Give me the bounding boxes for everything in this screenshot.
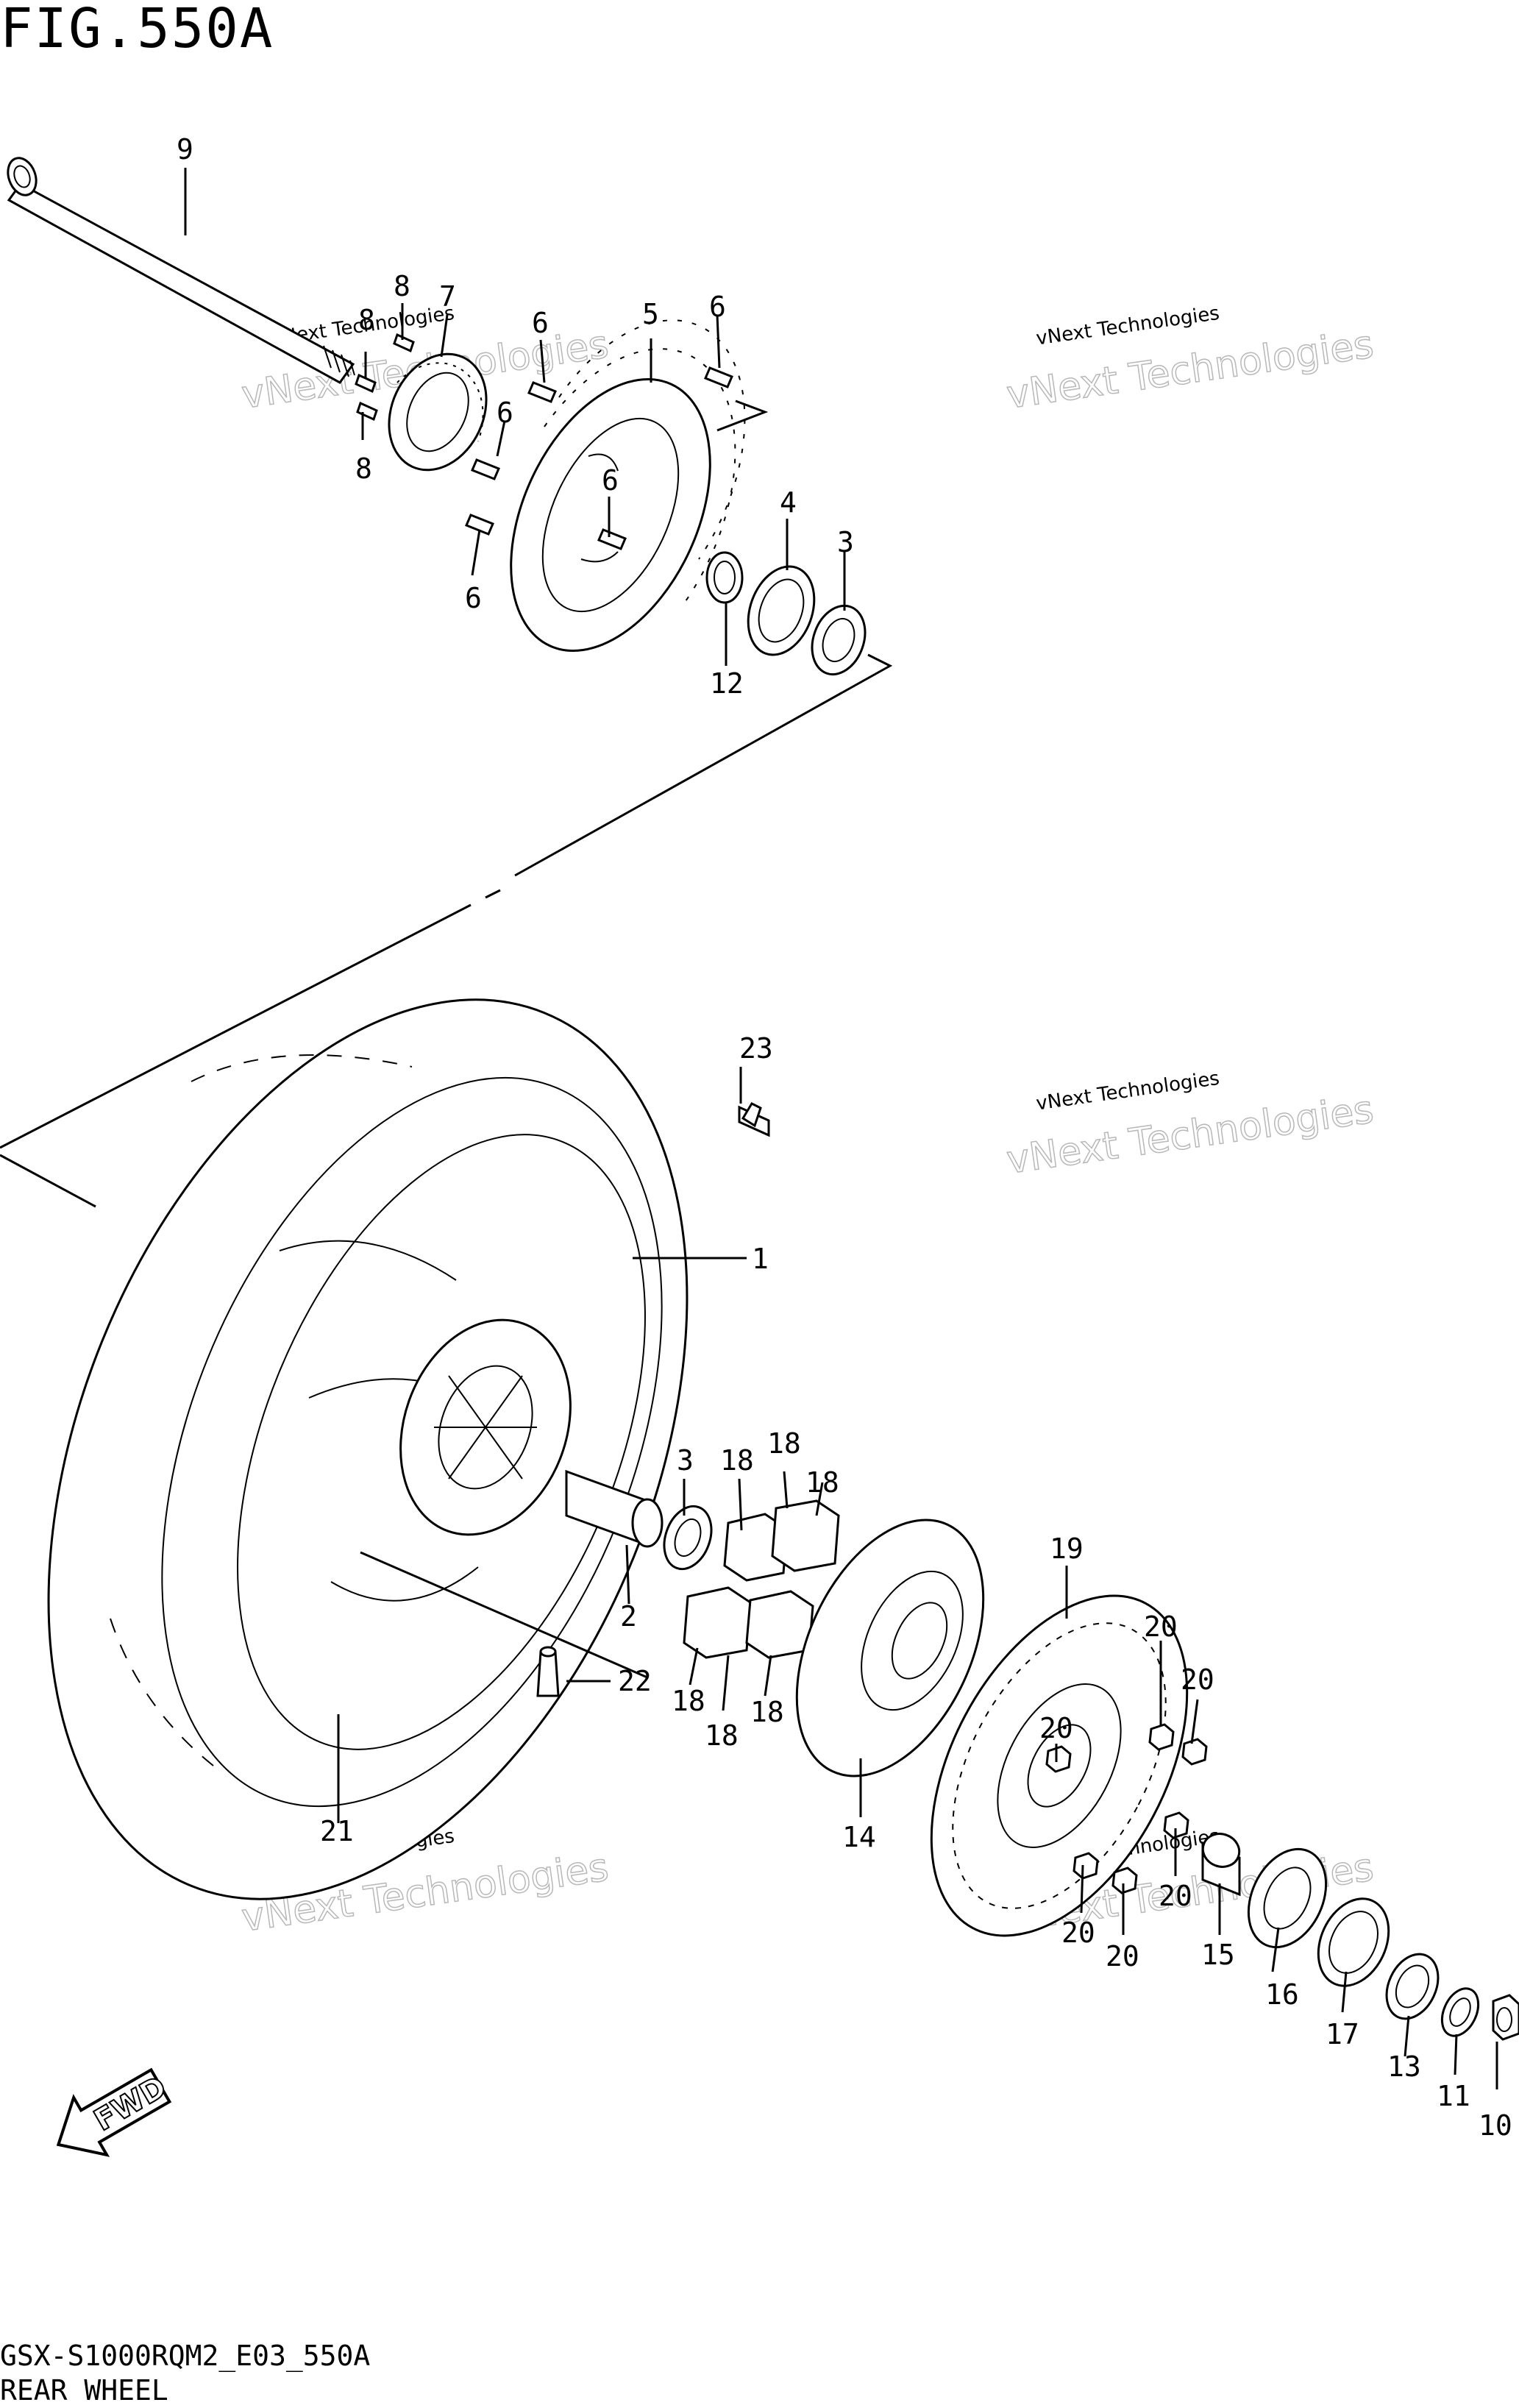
model-code: GSX-S1000RQM2_E03_550A — [0, 2340, 370, 2373]
part-nuts-20 — [1045, 1723, 1208, 1894]
part-bearing-3b — [663, 1505, 713, 1571]
watermark-line1: vNext Technologies — [1035, 302, 1221, 350]
part-axle — [7, 157, 355, 384]
callout-6: 6 — [465, 582, 482, 614]
callout-18: 18 — [805, 1466, 839, 1499]
callout-18: 18 — [750, 1696, 784, 1728]
callout-21: 21 — [320, 1815, 354, 1847]
part-spacer-13 — [1385, 1953, 1440, 2020]
part-drum-14 — [795, 1519, 985, 1777]
callout-23: 23 — [739, 1032, 773, 1065]
callout-20: 20 — [1106, 1940, 1139, 1972]
callout-18: 18 — [705, 1719, 739, 1752]
part-dampers-18 — [683, 1499, 840, 1659]
part-valve-22 — [536, 1646, 560, 1697]
callout-1: 1 — [752, 1243, 769, 1275]
callout-3: 3 — [837, 526, 854, 558]
part-washer-11 — [1440, 1987, 1480, 2037]
callout-2: 2 — [620, 1600, 637, 1633]
callout-10: 10 — [1479, 2109, 1512, 2142]
callout-8: 8 — [355, 452, 372, 485]
callout-6: 6 — [497, 397, 513, 429]
part-seal-17 — [1317, 1897, 1390, 1987]
part-weight-23 — [738, 1102, 770, 1137]
part-collar-2 — [565, 1469, 664, 1548]
part-nut-10 — [1492, 1994, 1519, 2041]
callout-20: 20 — [1039, 1712, 1073, 1744]
callout-8: 8 — [358, 304, 375, 336]
figure-caption: REAR WHEEL — [0, 2374, 168, 2407]
part-sensor-ring — [388, 352, 488, 472]
assembly-lines — [0, 399, 893, 1208]
callout-18: 18 — [672, 1685, 705, 1717]
watermark-line1: vNext Technologies — [1035, 1068, 1221, 1115]
part-brake-disc — [510, 319, 746, 653]
part-spacer-12 — [705, 551, 744, 604]
part-seal-4 — [747, 565, 816, 656]
watermark-2: vNext Technologies vNext Technologies — [1003, 302, 1376, 419]
callout-19: 19 — [1050, 1532, 1084, 1565]
part-bolts-6 — [465, 366, 733, 550]
part-wheel — [47, 998, 689, 1900]
callout-6: 6 — [602, 464, 619, 497]
callout-15: 15 — [1201, 1939, 1235, 1971]
callout-7: 7 — [439, 280, 456, 313]
callout-20: 20 — [1061, 1917, 1095, 1949]
callout-5: 5 — [642, 298, 659, 330]
part-bolts-8 — [355, 333, 415, 422]
callout-20: 20 — [1159, 1880, 1192, 1912]
callout-6: 6 — [532, 307, 549, 339]
watermark-4: vNext Technologies vNext Technologies — [1003, 1068, 1376, 1184]
callout-18: 18 — [767, 1427, 801, 1460]
callout-13: 13 — [1387, 2050, 1421, 2083]
fwd-arrow-icon: FWD — [56, 2067, 173, 2157]
figure-title: FIG.550A — [0, 0, 274, 60]
callout-4: 4 — [780, 486, 797, 519]
callout-16: 16 — [1265, 1978, 1299, 2011]
part-bearing-3a — [811, 604, 867, 676]
callout-12: 12 — [710, 667, 744, 700]
callout-17: 17 — [1326, 2018, 1359, 2050]
part-bearing-16 — [1247, 1847, 1328, 1949]
part-collar-15 — [1201, 1833, 1241, 1897]
callout-22: 22 — [618, 1665, 652, 1697]
callout-labels: 9 8 7 8 8 6 5 6 6 6 6 4 3 12 23 1 3 2 18… — [177, 133, 1512, 2142]
callout-3: 3 — [677, 1444, 694, 1477]
callout-14: 14 — [842, 1821, 876, 1853]
leader-lines — [184, 168, 1498, 2089]
callout-18: 18 — [720, 1444, 754, 1477]
callout-9: 9 — [177, 133, 193, 166]
callout-6: 6 — [709, 291, 726, 323]
callout-20: 20 — [1181, 1663, 1214, 1696]
callout-8: 8 — [394, 270, 410, 302]
callout-20: 20 — [1144, 1610, 1178, 1643]
callout-11: 11 — [1437, 2080, 1470, 2112]
